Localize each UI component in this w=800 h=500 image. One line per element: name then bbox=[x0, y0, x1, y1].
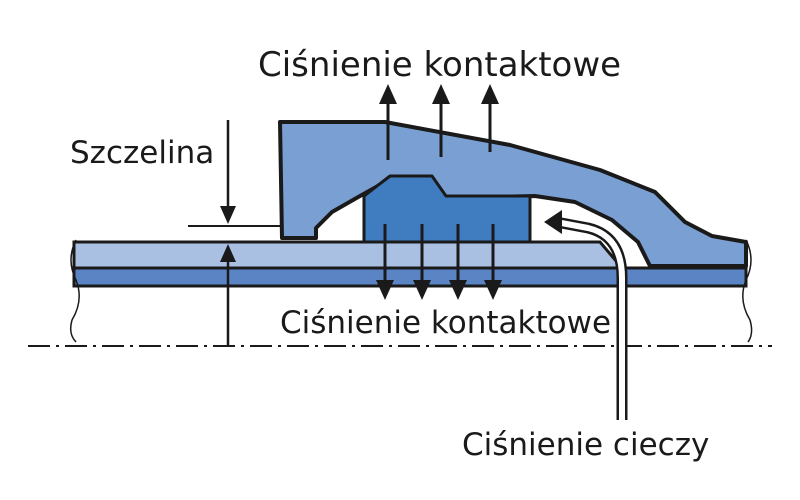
shaft-break-right bbox=[742, 239, 753, 343]
fluid-pressure-label: Ciśnienie cieczy bbox=[462, 427, 710, 463]
contact-pressure-arrows-up bbox=[379, 84, 499, 160]
seal-insert bbox=[362, 174, 532, 244]
gap-label: Szczelina bbox=[70, 135, 215, 171]
fluid-pressure-arrow bbox=[544, 210, 628, 420]
contact-pressure-top-label: Ciśnienie kontaktowe bbox=[258, 45, 622, 85]
seal-body bbox=[278, 120, 748, 268]
shaft-lower-band bbox=[72, 266, 748, 288]
gap-arrow-up-head bbox=[220, 244, 236, 262]
shaft-sleeve bbox=[72, 240, 626, 270]
shaft-break-left bbox=[69, 239, 80, 343]
contact-pressure-bottom-label: Ciśnienie kontaktowe bbox=[280, 305, 612, 341]
gap-arrow-down-head bbox=[220, 206, 236, 224]
contact-pressure-arrows-down bbox=[376, 224, 502, 300]
